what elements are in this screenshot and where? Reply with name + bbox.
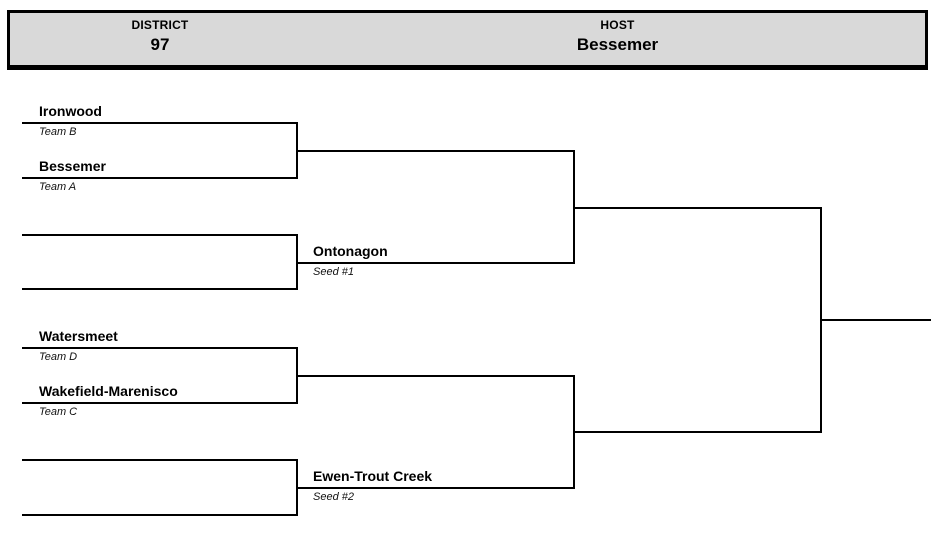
match3-slot2-line <box>22 402 298 404</box>
district-number: 97 <box>150 35 170 54</box>
match3-winner-line <box>296 375 575 377</box>
semifinal-bottom-winner-line <box>573 431 822 433</box>
match2-slot1-line <box>22 234 298 236</box>
header-banner: DISTRICT 97 HOST Bessemer <box>7 10 928 70</box>
team-name-ontonagon: Ontonagon <box>313 243 388 259</box>
match1-winner-line <box>296 150 575 152</box>
seed2-line <box>296 487 575 489</box>
match4-slot1-line <box>22 459 298 461</box>
match1-slot1-line <box>22 122 298 124</box>
championship-line <box>820 319 931 321</box>
team-sub-ontonagon: Seed #1 <box>313 266 354 278</box>
team-sub-wakefield-marenisco: Team C <box>39 406 78 418</box>
team-sub-watersmeet: Team D <box>39 351 78 363</box>
district-label: DISTRICT <box>131 18 189 32</box>
team-sub-ewen-trout-creek: Seed #2 <box>313 491 354 503</box>
host-label: HOST <box>600 18 635 32</box>
match2-slot2-line <box>22 288 298 290</box>
team-sub-bessemer: Team A <box>39 181 77 193</box>
team-name-ewen-trout-creek: Ewen-Trout Creek <box>313 468 433 484</box>
district-cell: DISTRICT 97 <box>10 13 310 65</box>
team-name-bessemer: Bessemer <box>39 158 106 174</box>
team-name-wakefield-marenisco: Wakefield-Marenisco <box>39 383 178 399</box>
host-name: Bessemer <box>576 35 659 54</box>
team-sub-ironwood: Team B <box>39 126 77 138</box>
match1-slot2-line <box>22 177 298 179</box>
semifinal-top-winner-line <box>573 207 822 209</box>
host-cell: HOST Bessemer <box>310 13 925 65</box>
team-name-watersmeet: Watersmeet <box>39 328 118 344</box>
team-name-ironwood: Ironwood <box>39 103 102 119</box>
seed1-line <box>296 262 575 264</box>
match3-slot1-line <box>22 347 298 349</box>
match4-slot2-line <box>22 514 298 516</box>
